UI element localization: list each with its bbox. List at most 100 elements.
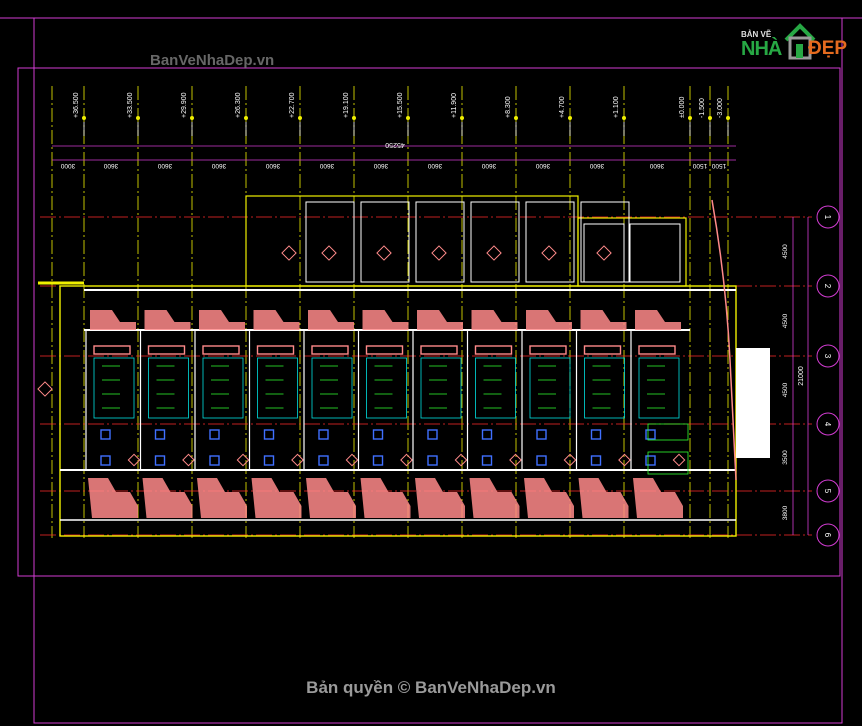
- bay-hatch-top: [199, 310, 245, 330]
- dimension-lines: 45250 3000 3600 3600 3600 3600 3600 3600 3600 360…: [52, 141, 809, 535]
- row-dim-text: 3500: [782, 450, 789, 465]
- bay-column-symbol: [372, 429, 384, 440]
- watermark-top: BanVeNhaDep.vn: [150, 52, 275, 69]
- column-axis-label: +4.700: [559, 96, 566, 118]
- bay-fixtures: [647, 365, 665, 409]
- column-axis-marker: [352, 116, 356, 120]
- column-axis-marker: [568, 116, 572, 120]
- bay-column-symbol: [536, 429, 547, 440]
- room-tag: [182, 453, 195, 467]
- bay-column-symbol: [645, 455, 656, 466]
- spacing-dim-text: 3000: [60, 162, 75, 169]
- bay-hatch-bottom: [578, 478, 629, 518]
- room-tag: [618, 453, 631, 467]
- building-plan: [37, 195, 770, 537]
- row-axis-label: 2: [823, 284, 832, 289]
- bay-counter: [583, 345, 622, 355]
- stair-right: [647, 451, 689, 475]
- upper-room: [470, 201, 520, 283]
- bay-hatch-bottom: [633, 478, 683, 518]
- spacing-dim-text: 1500: [692, 162, 707, 169]
- upper-right-block: [577, 217, 687, 287]
- column-axis-label: -3.000: [717, 98, 724, 118]
- bay-hatch-top: [417, 310, 463, 330]
- row-axis-label: 4: [823, 422, 832, 427]
- row-dim-text: 4500: [782, 382, 789, 397]
- bay-fixtures: [156, 365, 175, 409]
- column-axis-marker: [726, 116, 730, 120]
- upper-room: [583, 223, 625, 283]
- drawing-frame: [17, 67, 841, 577]
- room-tag: [376, 245, 392, 261]
- bay-column-symbol: [372, 455, 384, 466]
- bay-column-symbol: [536, 455, 547, 466]
- bay-column-symbol: [318, 429, 329, 440]
- bay-column-symbol: [154, 455, 166, 466]
- column-axis-marker: [82, 116, 86, 120]
- room-tag: [454, 453, 468, 467]
- upper-room: [629, 223, 681, 283]
- bay-room-cyan: [93, 357, 135, 419]
- spacing-dim-text: 3600: [103, 162, 118, 169]
- room-tag: [596, 245, 612, 261]
- room-tag: [127, 453, 141, 467]
- upper-room: [580, 201, 630, 283]
- bay-column-symbol: [645, 429, 656, 440]
- sheet-outer-border: [33, 17, 843, 724]
- bay-room-cyan: [366, 357, 407, 419]
- overall-dim-text: 45250: [385, 141, 405, 148]
- bay-room-cyan: [257, 357, 298, 419]
- bay-hatch-top: [471, 310, 518, 330]
- bay-counter: [311, 345, 349, 355]
- spacing-dim-text: 3600: [319, 162, 334, 169]
- column-axis-label: -1.500: [699, 98, 706, 118]
- bay-fixtures: [374, 365, 393, 409]
- bay-counter: [420, 345, 458, 355]
- bay-counter: [474, 345, 513, 355]
- row-axis-bubble: [816, 205, 840, 229]
- bay-counter: [147, 345, 186, 355]
- spacing-dim-text: 3600: [211, 162, 226, 169]
- upper-room: [360, 201, 410, 283]
- room-tag: [236, 453, 250, 467]
- watermark-bottom: Bản quyền © BanVeNhaDep.vn: [306, 678, 556, 697]
- bay-hatch-top: [253, 310, 300, 330]
- column-axis-marker: [190, 116, 194, 120]
- column-axis-marker: [244, 116, 248, 120]
- column-axis-marker: [708, 116, 712, 120]
- bay-hatch-bottom: [360, 478, 411, 518]
- bay-column-symbol: [209, 455, 220, 466]
- logo-brand-a: NHÀ: [741, 38, 782, 60]
- column-axis-label: +15.500: [397, 92, 404, 118]
- row-axis-bubble: [816, 274, 840, 298]
- bay-room-cyan: [529, 357, 571, 419]
- brand-logo: BẢN VẼ NHÀ ĐẸP: [738, 14, 853, 64]
- bay-column-symbol: [100, 455, 111, 466]
- room-tag: [281, 245, 297, 261]
- column-axis-label: +19.100: [343, 92, 350, 118]
- upper-block-outline: [245, 195, 579, 287]
- room-tag: [509, 453, 522, 467]
- row-dim-text: 4500: [782, 244, 789, 259]
- room-tag: [431, 245, 447, 261]
- spacing-dim-text: 3600: [535, 162, 550, 169]
- bay-hatch-top: [362, 310, 409, 330]
- bay-fixtures: [265, 365, 284, 409]
- spacing-dim-text: 3600: [373, 162, 388, 169]
- column-axis-marker: [298, 116, 302, 120]
- bay-fixtures: [429, 365, 447, 409]
- bay-room-cyan: [311, 357, 353, 419]
- spacing-dim-text: 3600: [157, 162, 172, 169]
- bay-fixtures: [592, 365, 611, 409]
- spacing-dim-text: 3600: [589, 162, 604, 169]
- logo-small-text: BẢN VẼ: [741, 30, 772, 39]
- row-axis-label: 3: [823, 354, 832, 359]
- stair-right: [647, 423, 689, 441]
- spacing-dim-text: 3600: [481, 162, 496, 169]
- bay-hatch-top: [635, 310, 681, 330]
- room-tag: [563, 453, 577, 467]
- column-axis-label: +29.900: [181, 92, 188, 118]
- column-axis-marker: [406, 116, 410, 120]
- bay-fixtures: [102, 365, 120, 409]
